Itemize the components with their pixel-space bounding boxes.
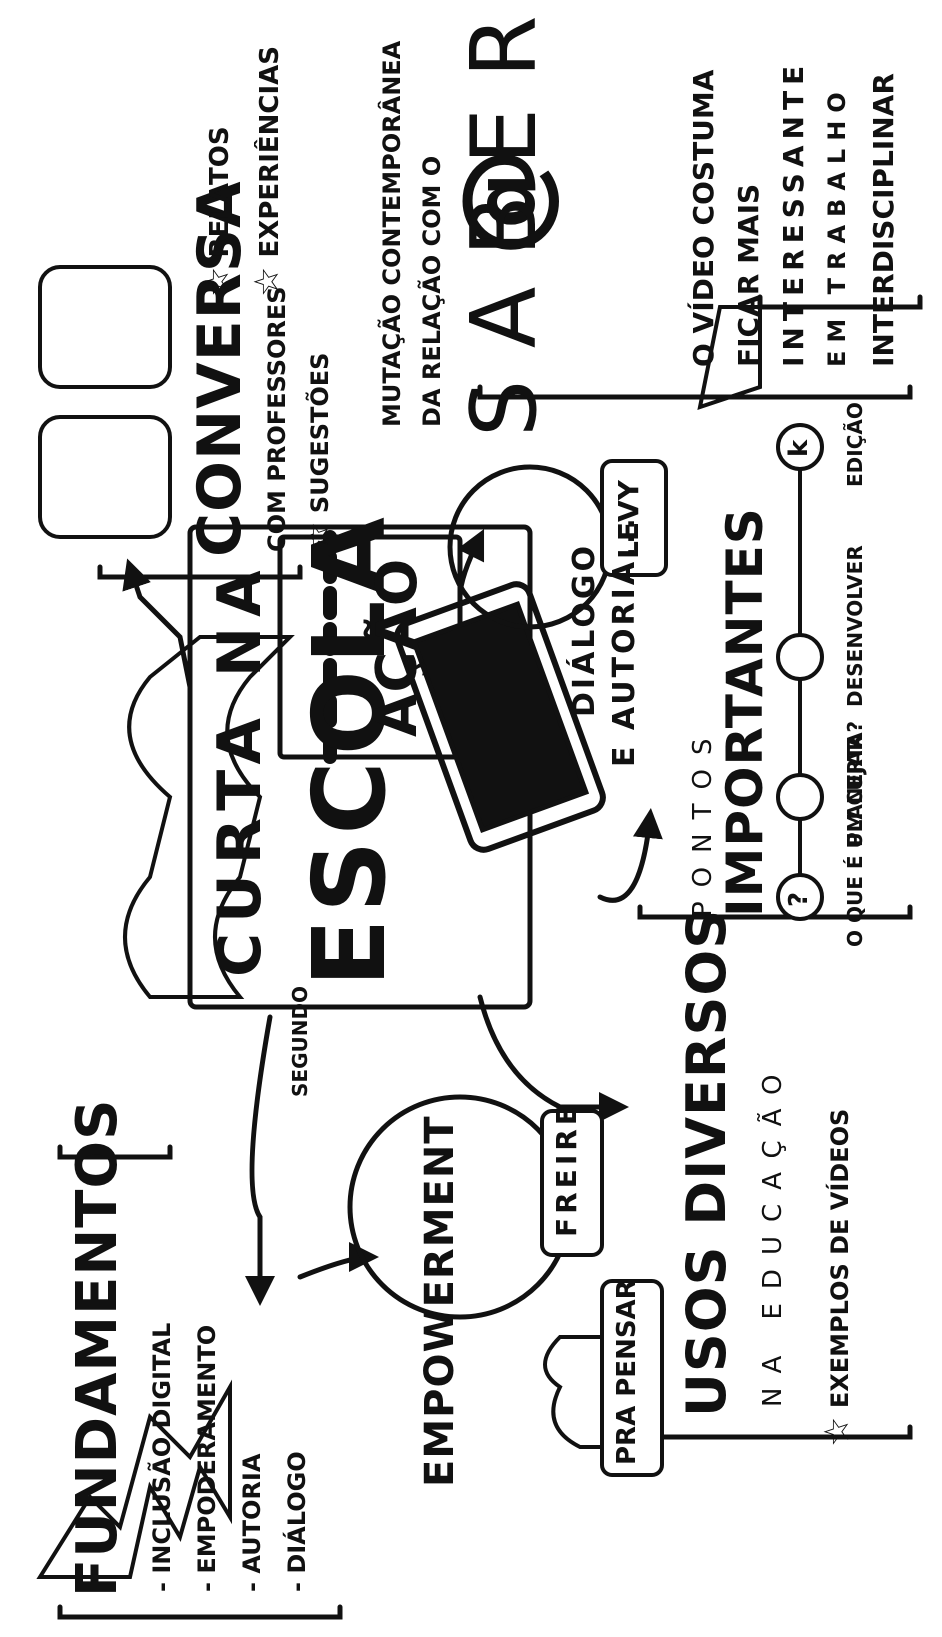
star-icon: ☆: [197, 267, 237, 297]
fundamentos-item-1: - INCLUSÃO DIGITAL: [150, 1323, 174, 1592]
conversa-star-2: ☆ RELATOS: [200, 126, 234, 297]
star-icon: ☆: [297, 522, 337, 552]
conversa-sub: COM PROFESSORES: [265, 286, 289, 552]
step-3-label: DESENVOLVER: [845, 545, 865, 707]
video-note-line4: EM TRABALHO: [825, 84, 849, 367]
step-4-icon: k: [786, 440, 812, 457]
step-1-icon: ?: [786, 892, 812, 907]
lightbulb-icon: [778, 775, 822, 819]
fundamentos-item-3: - AUTORIA: [240, 1454, 264, 1592]
star-icon: ☆: [817, 1417, 857, 1447]
pra-pensar-label: PRA PENSAR: [614, 1279, 640, 1465]
fundamentos-item-2: - EMPODERAMENTO: [195, 1325, 219, 1592]
conversa-star-1: ☆ SUGESTÕES: [300, 353, 334, 552]
usos-heading: USOS DIVERSOS: [680, 909, 734, 1417]
fundamentos-item-4: - DIÁLOGO: [285, 1451, 309, 1592]
step-4-label: EDIÇÃO: [845, 402, 865, 487]
saber-big: SABER: [460, 0, 550, 437]
dialogo-line2: E AUTORIA...: [610, 515, 640, 767]
pontos-heading: IMPORTANTES: [720, 507, 770, 917]
video-note-line2: FICAR MAIS: [735, 184, 763, 367]
step-2-label: PLANEJAR: [845, 735, 865, 847]
video-note-line5: INTERDISCIPLINAR: [870, 73, 898, 367]
saber-line2: DA RELAÇÃO COM O: [420, 156, 444, 427]
speaker-right-icon: [40, 267, 170, 387]
star-icon: ☆: [247, 267, 287, 297]
conversa-star-3: ☆ EXPERIÊNCIAS: [250, 46, 284, 297]
hand-icon: [778, 635, 822, 679]
title-line1: CURTA NA: [210, 560, 270, 977]
video-note-line3: INTERESSANTE: [780, 60, 808, 367]
usos-star-item: ☆ EXEMPLOS DE VÍDEOS: [820, 1109, 854, 1447]
pontos-small: PONTOS: [690, 725, 716, 917]
dialogo-line1: DIÁLOGO: [570, 543, 600, 717]
usos-sub: NA EDUCAÇÃO: [760, 1061, 786, 1407]
freire-label: FREIRE: [553, 1102, 581, 1237]
title-clap: AÇÃO: [370, 558, 426, 737]
fundamentos-heading: FUNDAMENTOS: [70, 1099, 126, 1597]
video-note-line1: O VÍDEO COSTUMA: [690, 70, 718, 367]
speaker-left-icon: [40, 417, 170, 537]
saber-line1: MUTAÇÃO CONTEMPORÂNEA: [380, 41, 404, 427]
segundo-label: SEGUNDO: [290, 986, 310, 1097]
empowerment-word: EMPOWERMENT: [420, 1115, 460, 1487]
